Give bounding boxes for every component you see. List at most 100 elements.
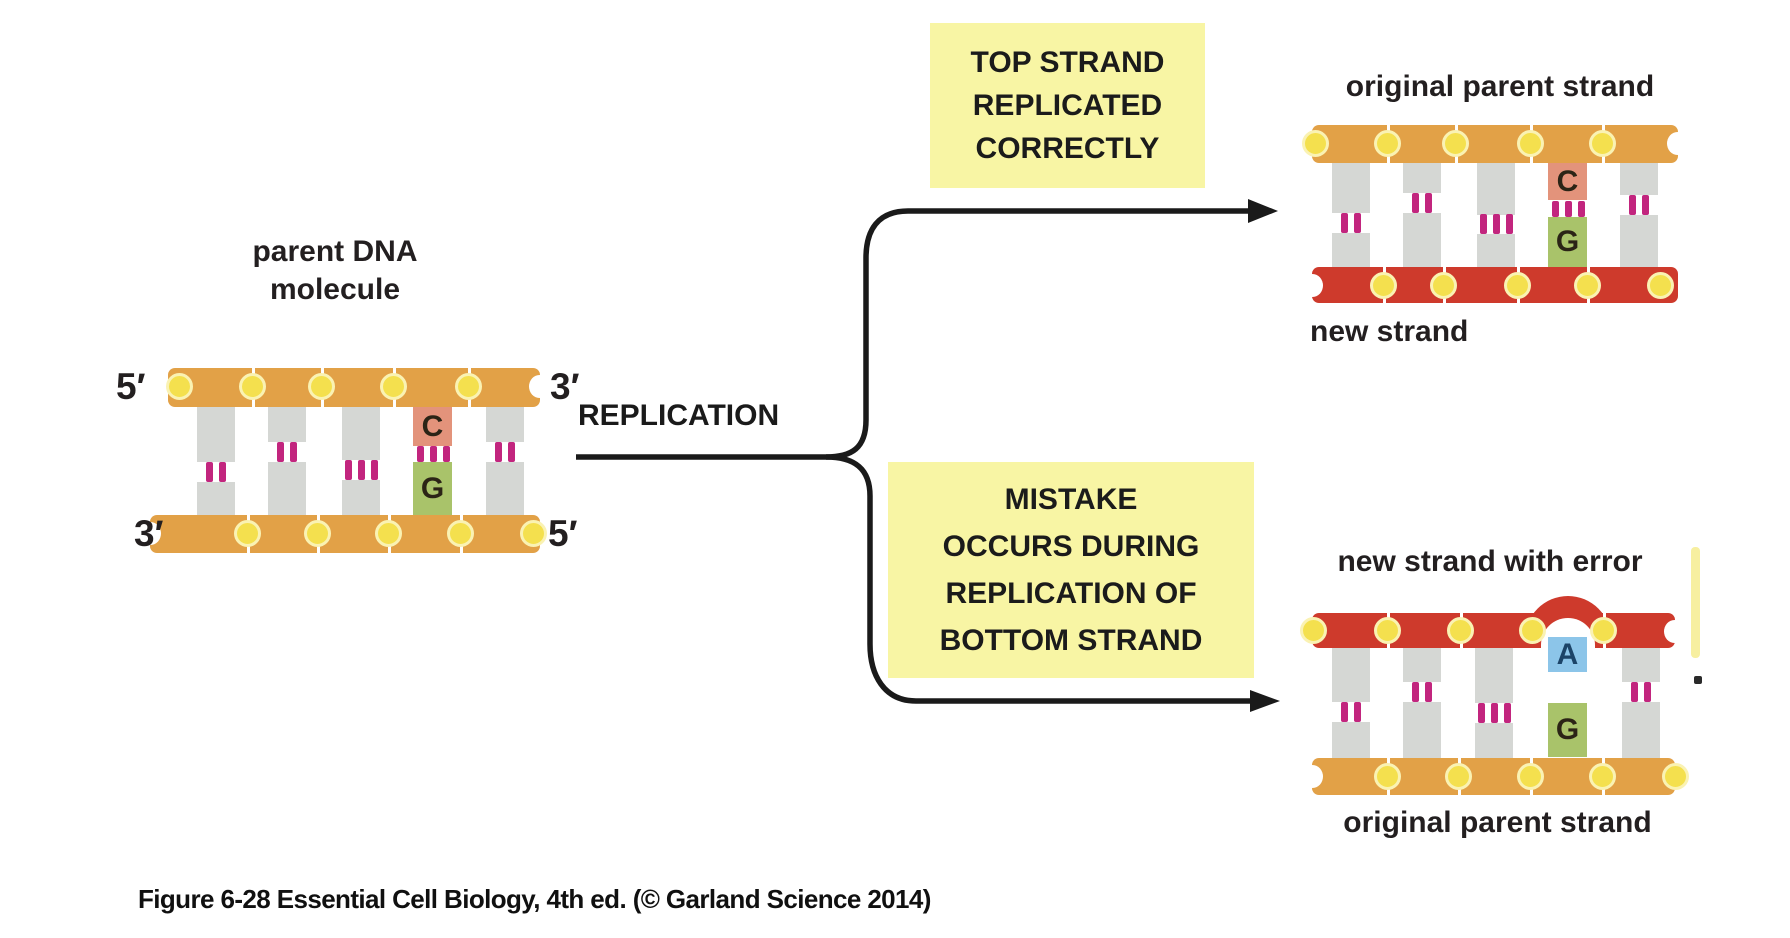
base-pair-segment — [1477, 234, 1515, 267]
hydrogen-bonds — [1549, 201, 1587, 217]
base-pair-segment — [268, 407, 306, 442]
base-pair-segment — [1475, 648, 1513, 703]
new-strand-error-backbone — [1312, 612, 1685, 649]
original-parent-strand-label: original parent strand — [1343, 806, 1652, 839]
hydrogen-bonds — [1403, 193, 1441, 213]
phosphate — [447, 520, 474, 547]
parent-top-strand-backbone — [168, 367, 550, 408]
phosphate — [234, 520, 261, 547]
phosphate — [1574, 272, 1601, 299]
new-strand-backbone — [1302, 266, 1678, 304]
phosphate — [375, 520, 402, 547]
parent-top-5prime-label: 5′ — [116, 366, 146, 407]
phosphate — [1517, 763, 1544, 790]
hydrogen-bonds — [342, 460, 380, 480]
original-parent-strand-backbone — [1302, 757, 1675, 796]
phosphate — [1589, 130, 1616, 157]
phosphate — [1590, 617, 1617, 644]
parent-dna-title-line2: molecule — [269, 273, 401, 306]
phosphate — [308, 373, 335, 400]
base-pair-segment — [1622, 648, 1660, 682]
dna-copy-correct: original parent strand C G — [1300, 70, 1700, 370]
parent-bottom-3prime-label: 3′ — [134, 513, 164, 554]
strand-end-notch — [529, 375, 550, 398]
base-pair-segment — [1475, 723, 1513, 758]
strand-end-notch — [1302, 765, 1323, 788]
strand-end-notch — [1667, 132, 1688, 155]
parent-top-3prime-label: 3′ — [550, 366, 580, 407]
base-pair-segment — [268, 462, 306, 515]
replication-label: REPLICATION — [578, 399, 780, 432]
base-pair-segment — [342, 407, 380, 460]
phosphate — [1370, 272, 1397, 299]
base-pair-segment — [197, 407, 235, 462]
phosphate — [1662, 763, 1689, 790]
base-pair-segment — [1622, 702, 1660, 758]
new-strand-with-error-label: new strand with error — [1337, 545, 1643, 578]
base-pair-segment — [1620, 215, 1658, 267]
parent-dna-title-line1: parent DNA — [252, 235, 418, 268]
base-g: G — [1548, 703, 1587, 757]
hydrogen-bonds — [1403, 682, 1441, 702]
base-pair-segment — [197, 482, 235, 515]
hydrogen-bonds — [1477, 214, 1515, 234]
callout-line: MISTAKE — [1004, 483, 1138, 516]
phosphate — [1374, 130, 1401, 157]
arrowhead-bottom — [1250, 690, 1280, 712]
page-edge-yellow-fragment — [1691, 547, 1700, 658]
phosphate — [1374, 763, 1401, 790]
phosphate — [1442, 130, 1469, 157]
phosphate — [1302, 130, 1329, 157]
base-pair-segment — [1403, 702, 1441, 758]
callout-line: CORRECTLY — [975, 132, 1160, 165]
base-pair-segment — [1403, 648, 1441, 682]
callout-line: REPLICATION OF — [945, 577, 1197, 610]
original-parent-strand-label: original parent strand — [1345, 70, 1655, 103]
base-c: C — [1548, 163, 1587, 200]
base-g: G — [413, 462, 452, 515]
base-c: C — [413, 407, 452, 446]
callout-line: TOP STRAND — [970, 46, 1165, 79]
hydrogen-bonds — [197, 462, 235, 482]
base-pair-segment — [1477, 163, 1515, 215]
base-pair-segment — [1332, 233, 1370, 267]
parent-bottom-5prime-label: 5′ — [548, 513, 578, 554]
original-parent-strand-backbone — [1312, 124, 1688, 164]
hydrogen-bonds — [1332, 213, 1370, 233]
callout-line: BOTTOM STRAND — [939, 624, 1203, 657]
base-a-mismatch: A — [1548, 637, 1587, 672]
callout-mistake-bottom-strand: MISTAKE OCCURS DURING REPLICATION OF BOT… — [888, 462, 1254, 678]
hydrogen-bonds — [1622, 682, 1660, 702]
hydrogen-bonds — [1475, 703, 1513, 723]
hydrogen-bonds — [1620, 195, 1658, 215]
base-pair-segment — [1332, 648, 1370, 702]
callout-line: REPLICATED — [972, 89, 1163, 122]
callout-line: OCCURS DURING — [942, 530, 1200, 563]
hydrogen-bonds — [268, 442, 306, 462]
phosphate — [1647, 272, 1674, 299]
phosphate — [1589, 763, 1616, 790]
phosphate — [1517, 130, 1544, 157]
hydrogen-bonds — [1332, 702, 1370, 722]
phosphate — [1374, 617, 1401, 644]
phosphate — [166, 373, 193, 400]
callout-top-strand-correct: TOP STRAND REPLICATED CORRECTLY — [930, 23, 1205, 188]
phosphate — [1445, 763, 1472, 790]
phosphate — [455, 373, 482, 400]
phosphate — [520, 520, 547, 547]
dna-copy-with-error: new strand with error A G — [1300, 540, 1700, 860]
hydrogen-bonds — [414, 446, 452, 462]
base-pair-segment — [1620, 163, 1658, 195]
phosphate — [1430, 272, 1457, 299]
phosphate — [304, 520, 331, 547]
base-pair-segment — [1332, 163, 1370, 213]
base-pair-segment — [486, 462, 524, 515]
base-pair-segment — [342, 480, 380, 515]
strand-end-notch — [140, 522, 161, 545]
phosphate — [239, 373, 266, 400]
phosphate — [1447, 617, 1474, 644]
base-g: G — [1548, 217, 1587, 267]
strand-end-notch — [1302, 274, 1323, 297]
new-strand-label: new strand — [1310, 315, 1469, 348]
